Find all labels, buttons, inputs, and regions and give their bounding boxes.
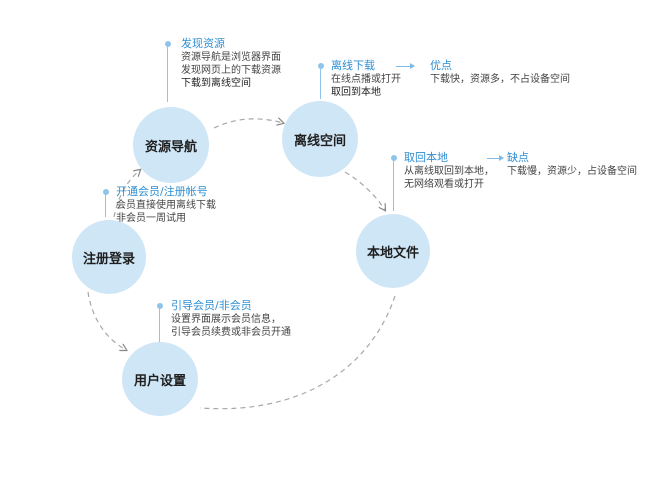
callout-cons: 缺点 下载慢，资源少，占设备空间 [507, 151, 637, 178]
callout-discover-line1: 资源导航是浏览器界面 [181, 52, 281, 63]
callout-guide-member-line2: 引导会员续费或非会员开通 [171, 327, 291, 338]
callout-line-discover [167, 47, 168, 102]
callout-retrieve-local: 取回本地 从离线取回到本地， 无网络观看或打开 [404, 151, 494, 191]
callout-cons-line1: 下载慢，资源少，占设备空间 [507, 166, 637, 177]
node-register-login: 注册登录 [72, 220, 146, 294]
callout-offline-download-line2: 取回到本地 [331, 87, 381, 98]
callout-offline-download-title: 离线下载 [331, 59, 375, 72]
callout-retrieve-local-line2: 无网络观看或打开 [404, 179, 484, 190]
node-local-file: 本地文件 [356, 214, 430, 288]
callout-line-guide-member [159, 309, 160, 342]
callout-open-member-line1: 会员直接使用离线下载 [116, 200, 216, 211]
callout-pros: 优点 下载快，资源多，不占设备空间 [430, 59, 570, 86]
callout-dot-guide-member [157, 303, 163, 309]
callout-discover-title: 发现资源 [181, 37, 225, 50]
callout-guide-member-line1: 设置界面展示会员信息， [171, 314, 281, 325]
arrow-nav-to-offline [213, 119, 283, 129]
arrow-offline-to-local [344, 171, 385, 210]
callout-open-member: 开通会员/注册帐号 会员直接使用离线下载 非会员一周试用 [116, 185, 216, 225]
callout-dot-retrieve-local [391, 155, 397, 161]
callout-offline-download: 离线下载 在线点播或打开 取回到本地 [331, 59, 401, 99]
callout-cons-title: 缺点 [507, 151, 529, 164]
callout-dot-offline-download [318, 63, 324, 69]
callout-retrieve-local-line1: 从离线取回到本地， [404, 166, 494, 177]
arrow-user-to-register [87, 291, 126, 350]
callout-open-member-line2: 非会员一周试用 [116, 213, 186, 224]
callout-open-member-title: 开通会员/注册帐号 [116, 185, 208, 198]
callout-guide-member: 引导会员/非会员 设置界面展示会员信息， 引导会员续费或非会员开通 [171, 299, 291, 339]
callout-discover: 发现资源 资源导航是浏览器界面 发现网页上的下载资源 下载到离线空间 [181, 37, 281, 90]
node-user-settings: 用户设置 [122, 342, 198, 416]
callout-guide-member-title: 引导会员/非会员 [171, 299, 252, 312]
callout-discover-line3: 下载到离线空间 [181, 78, 251, 89]
callout-dot-open-member [103, 189, 109, 195]
callout-retrieve-local-title: 取回本地 [404, 151, 448, 164]
callout-line-offline-download [320, 69, 321, 99]
callout-offline-download-line1: 在线点播或打开 [331, 74, 401, 85]
callout-dot-discover [165, 41, 171, 47]
arrow-local-to-user [199, 295, 396, 410]
node-offline-space: 离线空间 [282, 101, 358, 177]
arrow-to-pros [396, 63, 415, 69]
callout-line-retrieve-local [393, 161, 394, 211]
callout-line-open-member [105, 195, 106, 217]
arrow-register-to-nav [113, 170, 140, 218]
arrow-to-cons [487, 155, 504, 161]
callout-discover-line2: 发现网页上的下载资源 [181, 65, 281, 76]
callout-pros-title: 优点 [430, 59, 452, 72]
node-resource-nav: 资源导航 [133, 107, 209, 183]
callout-pros-line1: 下载快，资源多，不占设备空间 [430, 74, 570, 85]
